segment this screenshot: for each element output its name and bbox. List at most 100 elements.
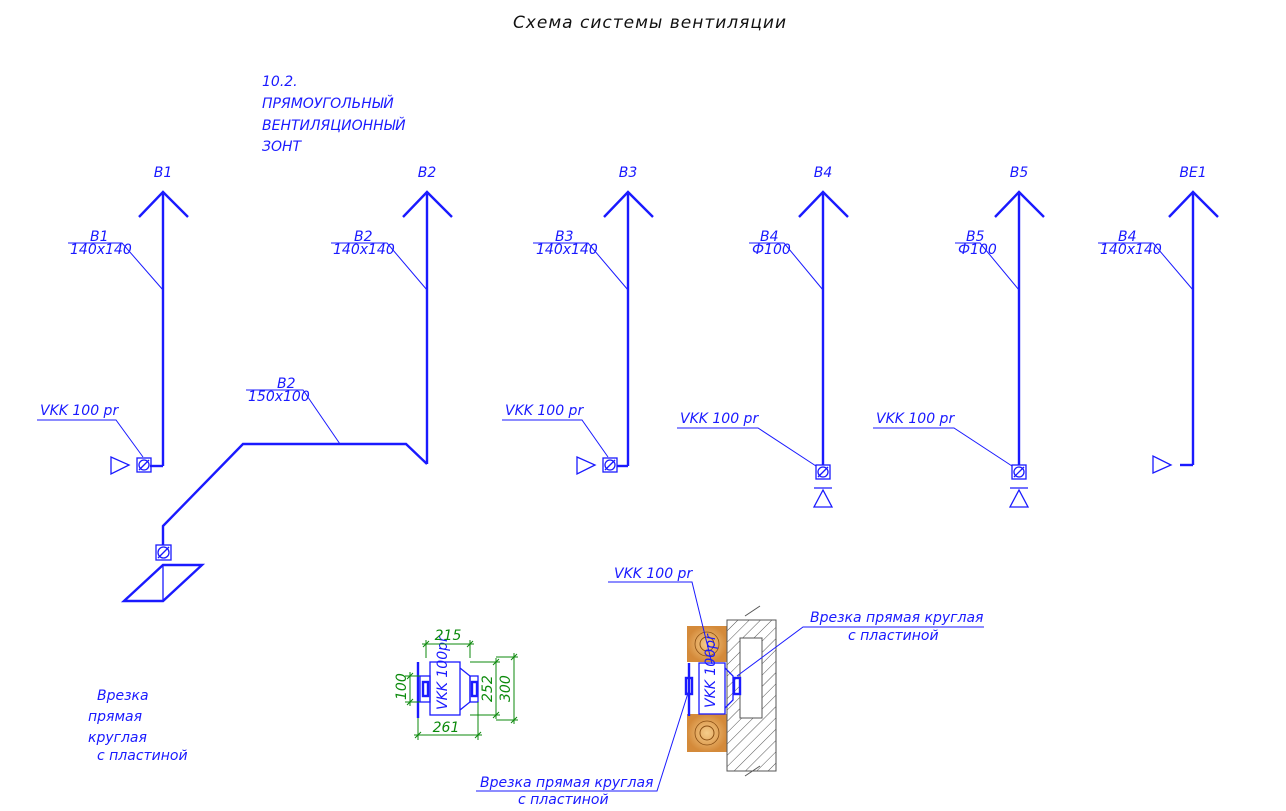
install-note-bottom: с пластиной [518, 792, 609, 808]
break-line [744, 765, 761, 777]
valve-leader [502, 419, 609, 458]
exhaust-arrow-icon [1168, 190, 1219, 218]
wood-log [687, 714, 727, 752]
ventilation-hood-icon [120, 563, 206, 603]
valve-label: VKK 100 pr [505, 403, 584, 419]
wood-ring [699, 725, 715, 741]
legend-line: Врезка [97, 688, 149, 704]
size-leader [68, 242, 164, 291]
leader-name: В4 [760, 229, 779, 245]
riser-tag: В2 [418, 165, 437, 181]
leader-name: В5 [966, 229, 985, 245]
system-v5: В5 В5 Ф100 VKK 100 pr [873, 165, 1045, 508]
branch-size: 150x100 [248, 389, 310, 405]
install-note-bottom: Врезка прямая круглая [480, 775, 653, 791]
note-leader [476, 689, 690, 792]
size-leader [533, 242, 629, 291]
leader-name: В4 [1118, 229, 1137, 245]
flange-mark [470, 680, 479, 698]
valve-leader [608, 581, 713, 665]
damper-valve-icon [1011, 464, 1027, 480]
riser-tag: В4 [814, 165, 833, 181]
valve-leader [677, 427, 817, 467]
size-leader [331, 242, 428, 291]
break-line [744, 605, 761, 617]
size-leader [1098, 242, 1194, 291]
dim-length-bottom: 261 [433, 720, 460, 736]
hood-note-line: ЗОНТ [262, 139, 303, 155]
flange-mark [421, 680, 430, 698]
damper-valve-icon [155, 544, 172, 561]
riser-tag: В1 [154, 165, 173, 181]
grille-icon [1152, 454, 1173, 475]
size-leader [955, 242, 1020, 291]
riser-tag: ВЕ1 [1179, 165, 1206, 181]
exhaust-arrow-icon [603, 190, 654, 218]
note-leader [736, 626, 984, 677]
leader-size: 140x140 [1100, 242, 1162, 258]
system-v2: В2 В2 140x140 В2 150x100 [120, 165, 453, 603]
legend: Врезка прямая круглая с пластиной [88, 688, 188, 764]
branch-leader [246, 389, 341, 445]
system-v3: В3 В3 140x140 VKK 100 pr [502, 165, 654, 476]
exhaust-arrow-icon [402, 190, 453, 218]
branch-name: В2 [277, 376, 296, 392]
system-v1: В1 В1 140x140 VKK 100 pr [37, 165, 189, 476]
valve-cone [459, 667, 471, 711]
flange-mark [684, 676, 694, 696]
leader-size: 140x140 [333, 242, 395, 258]
installation-section: VKK 100pr VKK 100 pr Врезка прямая кругл… [476, 566, 984, 808]
wall-section [726, 619, 777, 772]
exhaust-arrow-icon [138, 190, 189, 218]
hood-note-line: ПРЯМОУГОЛЬНЫЙ [262, 94, 394, 112]
install-valve-label: VKK 100 pr [614, 566, 693, 582]
valve-detail: VKK 100pr 215 261 100 252 300 [394, 628, 518, 740]
hood-note-line: ВЕНТИЛЯЦИОННЫЙ [262, 116, 406, 134]
valve-label: VKK 100 pr [876, 411, 955, 427]
leader-size: Ф100 [958, 242, 997, 258]
valve-leader [873, 427, 1013, 467]
exhaust-arrow-icon [798, 190, 849, 218]
grille-icon [1008, 488, 1030, 508]
leader-name: В3 [555, 229, 574, 245]
legend-line: с пластиной [97, 748, 188, 764]
legend-line: прямая [88, 709, 142, 725]
leader-name: В2 [354, 229, 373, 245]
valve-leader [37, 419, 144, 458]
grille-icon [812, 488, 834, 508]
wood-ring [699, 636, 715, 652]
valve-body [429, 661, 461, 716]
leader-size: 140x140 [536, 242, 598, 258]
size-leader [749, 242, 824, 291]
legend-line: круглая [88, 730, 147, 746]
flange-mark [732, 676, 742, 696]
branch-duct [161, 442, 428, 545]
leader-size: 140x140 [70, 242, 132, 258]
system-ve1: ВЕ1 В4 140x140 [1098, 165, 1219, 475]
install-note-right: с пластиной [848, 628, 939, 644]
leader-size: Ф100 [752, 242, 791, 258]
install-note-right: Врезка прямая круглая [810, 610, 983, 626]
installed-valve-label: VKK 100pr [703, 633, 719, 708]
damper-valve-icon [136, 457, 152, 473]
wood-ring [694, 631, 720, 657]
wood-ring [694, 720, 720, 746]
grille-icon [576, 455, 597, 476]
dim-height-inner: 252 [480, 675, 496, 702]
riser-tag: В3 [619, 165, 638, 181]
exhaust-arrow-icon [994, 190, 1045, 218]
valve-body-label: VKK 100pr [435, 635, 451, 710]
riser-tag: В5 [1010, 165, 1029, 181]
hood-note: 10.2. ПРЯМОУГОЛЬНЫЙ ВЕНТИЛЯЦИОННЫЙ ЗОНТ [262, 74, 406, 155]
dim-length-top: 215 [435, 628, 462, 644]
hood-note-line: 10.2. [262, 74, 298, 90]
dim-diameter: 100 [394, 673, 410, 700]
leader-name: В1 [90, 229, 109, 245]
grille-icon [110, 455, 131, 476]
page-title: Схема системы вентиляции [513, 13, 787, 33]
valve-label: VKK 100 pr [680, 411, 759, 427]
system-v4: В4 В4 Ф100 VKK 100 pr [677, 165, 849, 508]
damper-valve-icon [815, 464, 831, 480]
dim-height-outer: 300 [498, 675, 514, 702]
